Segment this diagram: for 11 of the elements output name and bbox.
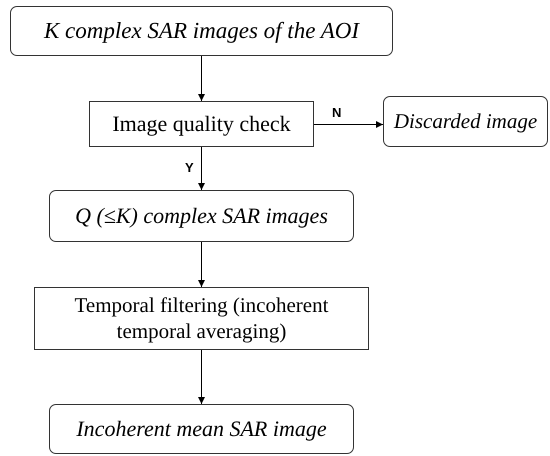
rounded-box: Q (≤K) complex SAR images [49, 190, 354, 242]
arrow [198, 146, 205, 190]
rounded-box: Incoherent mean SAR image [49, 404, 354, 454]
arrow [198, 56, 205, 102]
arrow [198, 242, 205, 288]
rounded-box: Discarded image [383, 96, 548, 147]
process-box: Temporal filtering (incoherent temporal averaging) [34, 287, 369, 350]
arrow [314, 121, 384, 128]
rounded-box: K complex SAR images of the AOI [10, 6, 393, 56]
process-box: Image quality check [89, 101, 314, 147]
arrow [198, 350, 205, 404]
